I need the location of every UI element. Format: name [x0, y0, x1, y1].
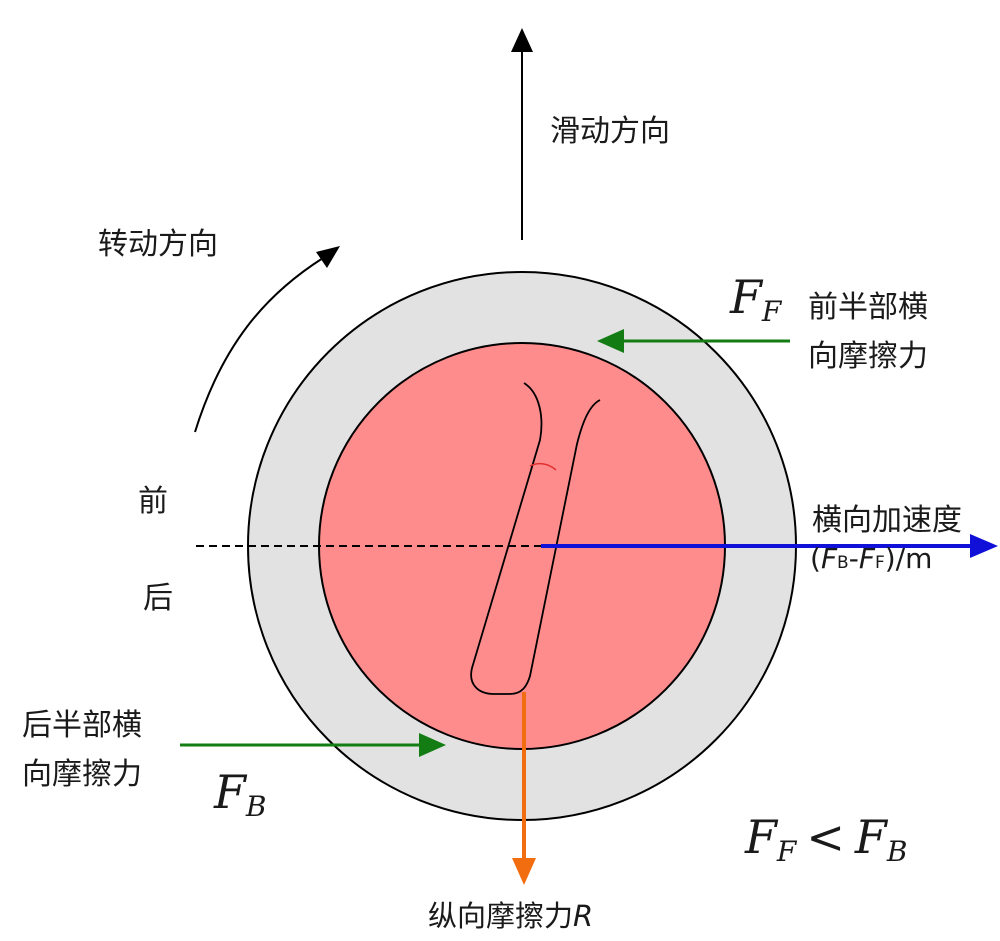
sliding-direction-label: 滑动方向 — [550, 114, 670, 149]
fb-main: F — [213, 765, 248, 819]
formula-minus: - — [849, 542, 859, 575]
front-friction-label-line1: 前半部横 — [808, 290, 928, 325]
front-friction-label-line2: 向摩擦力 — [808, 339, 928, 374]
longitudinal-friction-label: 纵向摩擦力R — [428, 899, 593, 933]
lateral-acceleration-formula: (FB-FF)/m — [810, 542, 932, 575]
formula-open: ( — [810, 542, 821, 575]
back-label: 后 — [143, 581, 173, 616]
ff-symbol: FF — [729, 270, 783, 328]
ff-main: F — [729, 270, 764, 324]
longitudinal-friction-text: 纵向摩擦力 — [428, 899, 573, 933]
rotation-direction-arc — [194, 257, 324, 433]
slot-shape — [470, 382, 601, 695]
ineq-left: F — [744, 810, 779, 864]
force-inequality: FF<FB — [744, 810, 907, 868]
front-friction-arrow-head — [597, 329, 624, 353]
sliding-arrow-head — [511, 28, 533, 52]
formula-fb-sub: B — [837, 553, 849, 573]
rear-friction-label-line2: 向摩擦力 — [22, 757, 142, 792]
ineq-op: < — [806, 810, 845, 864]
lateral-acceleration-label: 横向加速度 — [812, 503, 962, 538]
ineq-right: F — [854, 810, 889, 864]
fb-symbol: FB — [213, 765, 267, 823]
formula-fb: F — [821, 542, 838, 575]
formula-close: )/m — [885, 542, 933, 575]
slot-mark — [529, 462, 557, 471]
ineq-right-sub: B — [886, 835, 908, 868]
formula-ff-sub: F — [875, 553, 885, 573]
rear-friction-arrow-head — [419, 733, 446, 757]
lateral-acceleration-arrow-head — [970, 534, 998, 558]
formula-ff: F — [859, 542, 876, 575]
ineq-left-sub: F — [776, 835, 798, 868]
rotation-direction-label: 转动方向 — [98, 227, 218, 262]
rear-friction-label-line1: 后半部横 — [22, 708, 142, 743]
longitudinal-friction-arrow-head — [512, 858, 536, 885]
fb-sub: B — [245, 790, 267, 823]
front-label: 前 — [138, 484, 168, 519]
longitudinal-friction-symbol: R — [573, 899, 593, 933]
ff-sub: F — [761, 295, 783, 328]
rotation-arrow-head — [316, 246, 340, 268]
